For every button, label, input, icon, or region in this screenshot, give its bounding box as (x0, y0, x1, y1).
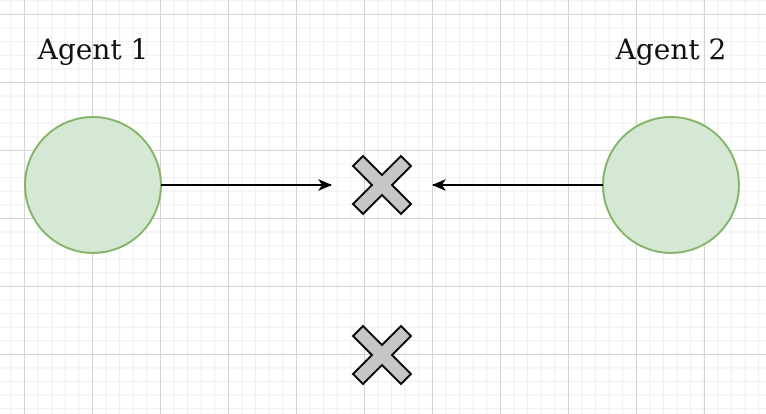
x-mark-icon (351, 324, 413, 386)
x-mark-icon (351, 154, 413, 216)
agent-1-label: Agent 1 (37, 33, 149, 66)
agent-2-node[interactable] (602, 116, 740, 254)
agent-2-label: Agent 2 (615, 33, 727, 66)
agent-1-node[interactable] (24, 116, 162, 254)
